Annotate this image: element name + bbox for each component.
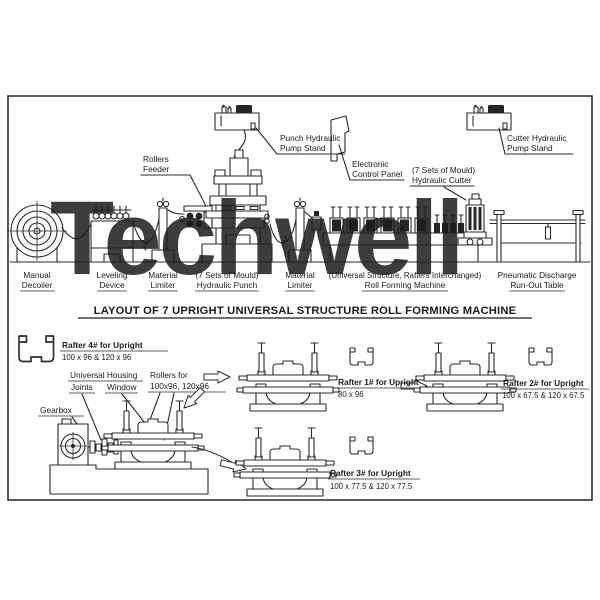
svg-text:Limiter: Limiter xyxy=(288,280,313,290)
hydraulic-punch-press xyxy=(201,129,273,263)
label-rafter4: Rafter 4# for Upright 100 x 96 & 120 x 9… xyxy=(60,340,168,362)
svg-text:Joints: Joints xyxy=(71,382,93,392)
electronic-control-panel xyxy=(330,115,350,162)
label-window: Window xyxy=(105,382,146,424)
svg-text:Material: Material xyxy=(148,270,178,280)
svg-text:Rollers: Rollers xyxy=(143,154,169,164)
gearbox-assembly xyxy=(49,400,209,495)
svg-text:Rollers for: Rollers for xyxy=(150,370,188,380)
label-rafter1: Rafter 1# for Upright 80 x 96 xyxy=(336,377,424,399)
svg-text:Rafter 4# for Upright: Rafter 4# for Upright xyxy=(62,340,143,350)
label-cutter-pump-stand: Cutter Hydraulic Pump Stand xyxy=(498,127,574,155)
svg-text:Material: Material xyxy=(285,270,315,280)
steel-strip-1 xyxy=(61,223,92,240)
label-punch-pump-stand: Punch Hydraulic Pump Stand xyxy=(255,127,346,155)
svg-text:Gearbox: Gearbox xyxy=(40,405,73,415)
page-title: LAYOUT OF 7 UPRIGHT UNIVERSAL STRUCTURE … xyxy=(94,305,517,317)
label-hydraulic-punch: (7 Sets of Mould) Hydraulic Punch xyxy=(195,270,259,292)
steel-strip-4 xyxy=(269,213,298,244)
svg-text:Pump Stand: Pump Stand xyxy=(280,143,326,153)
svg-text:Hydraulic Cutter: Hydraulic Cutter xyxy=(412,175,472,185)
label-rafter2: Rafter 2# for Upright 100 x 67.5 & 120 x… xyxy=(501,378,589,400)
svg-text:Rafter 1# for Upright: Rafter 1# for Upright xyxy=(338,377,419,387)
svg-text:(7 Sets of Mould): (7 Sets of Mould) xyxy=(195,270,258,280)
steel-strip-3 xyxy=(167,209,185,215)
strip-squiggle-1 xyxy=(143,238,149,251)
svg-text:Punch Hydraulic: Punch Hydraulic xyxy=(280,133,340,143)
machine-line xyxy=(7,104,591,263)
svg-text:100 x 67.5 & 120 x 67.5: 100 x 67.5 & 120 x 67.5 xyxy=(502,391,585,400)
label-material-limiter-2: Material Limiter xyxy=(285,270,315,292)
label-manual-decoiler: Manual Decoiler xyxy=(20,270,55,292)
svg-text:100 x 96 & 120 x 96: 100 x 96 & 120 x 96 xyxy=(62,353,131,362)
svg-text:(Universal Structure, Rafters: (Universal Structure, Rafters Interchang… xyxy=(329,271,482,280)
svg-text:Feeder: Feeder xyxy=(143,164,170,174)
svg-text:Decoiler: Decoiler xyxy=(22,280,53,290)
label-leveling-device: Leveling Device xyxy=(97,270,128,292)
svg-text:Window: Window xyxy=(107,382,138,392)
label-electronic-panel: Electronic Control Panel xyxy=(338,144,405,181)
svg-text:Control Panel: Control Panel xyxy=(352,169,402,179)
machine-base xyxy=(49,464,209,495)
svg-text:Universal Housing: Universal Housing xyxy=(70,370,138,380)
svg-text:Rafter 3# for Upright: Rafter 3# for Upright xyxy=(330,468,411,478)
svg-text:Leveling: Leveling xyxy=(97,270,128,280)
top-callouts: Rollers Feeder Punch Hydraulic Pump Stan… xyxy=(140,127,574,207)
svg-text:(7 Sets of Mould): (7 Sets of Mould) xyxy=(412,165,475,175)
diagram-title: LAYOUT OF 7 UPRIGHT UNIVERSAL STRUCTURE … xyxy=(78,305,532,319)
manual-decoiler xyxy=(7,201,67,263)
svg-text:Pneumatic Discharge: Pneumatic Discharge xyxy=(498,270,577,280)
roll-stands-large xyxy=(329,206,429,234)
label-hydraulic-cutter: (7 Sets of Mould) Hydraulic Cutter xyxy=(409,165,475,201)
runout-table xyxy=(489,209,586,263)
roll-stands-small xyxy=(434,214,464,233)
label-material-limiter-1: Material Limiter xyxy=(148,270,178,292)
strip-squiggle-2 xyxy=(281,235,287,248)
svg-text:Roll Forming Machine: Roll Forming Machine xyxy=(365,280,446,290)
hydraulic-cutter-unit xyxy=(457,193,493,246)
rollers-feeder xyxy=(179,205,213,229)
label-roll-forming-machine: (Universal Structure, Rafters Interchang… xyxy=(329,271,482,292)
label-runout-table: Pneumatic Discharge Run-Out Table xyxy=(498,270,577,292)
drawing-frame xyxy=(7,95,593,501)
label-universal-housing-joints: Universal Housing Joints xyxy=(68,370,143,441)
svg-text:Electronic: Electronic xyxy=(352,159,388,169)
station-labels: Manual Decoiler Leveling Device Material… xyxy=(20,270,577,292)
svg-text:Pump Stand: Pump Stand xyxy=(507,143,553,153)
watermark-text: Techwell xyxy=(50,180,462,297)
svg-text:Device: Device xyxy=(99,280,125,290)
label-rollers-feeder: Rollers Feeder xyxy=(140,154,207,207)
material-limiter-2 xyxy=(288,197,312,263)
svg-text:Run-Out Table: Run-Out Table xyxy=(510,280,564,290)
svg-text:100 x 77.5 & 120 x 77.5: 100 x 77.5 & 120 x 77.5 xyxy=(330,482,413,491)
svg-text:Hydraulic Punch: Hydraulic Punch xyxy=(197,280,258,290)
label-rafter3: Rafter 3# for Upright 100 x 77.5 & 120 x… xyxy=(328,468,420,491)
svg-text:Manual: Manual xyxy=(23,270,50,280)
roll-forming-machine xyxy=(311,206,486,263)
material-limiter-1 xyxy=(151,197,175,263)
svg-text:100x96, 120x96: 100x96, 120x96 xyxy=(150,381,209,391)
leveling-device xyxy=(90,205,134,263)
svg-text:Cutter Hydraulic: Cutter Hydraulic xyxy=(507,133,566,143)
rafter-section: Rafter 4# for Upright 100 x 96 & 120 x 9… xyxy=(18,335,589,497)
svg-text:Limiter: Limiter xyxy=(151,280,176,290)
svg-text:Rafter 2# for Upright: Rafter 2# for Upright xyxy=(503,378,584,388)
svg-text:80 x 96: 80 x 96 xyxy=(338,390,364,399)
